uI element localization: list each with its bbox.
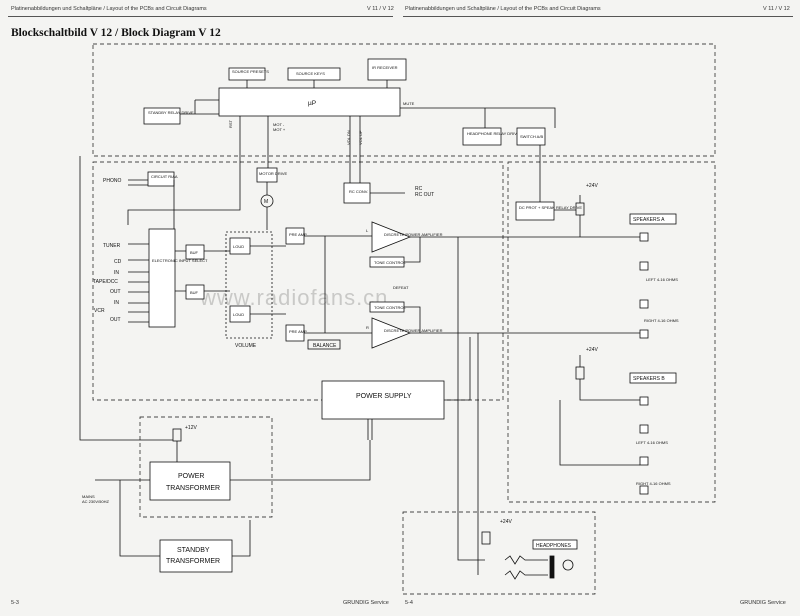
riaa-label: CIRCUIT RIAA (151, 174, 178, 179)
standby-transformer-box (159, 539, 233, 573)
rst-label: RST (228, 119, 233, 128)
header-left-code: V 11 / V 12 (367, 6, 394, 12)
power-transformer-box (149, 461, 231, 501)
group-control (92, 43, 716, 157)
mains-label: MAINS (82, 494, 95, 499)
headphone-relay-box (462, 127, 502, 146)
input-tape-out: OUT (110, 289, 121, 295)
mot-minus-label: MOT - (273, 122, 285, 127)
power-transformer-2: TRANSFORMER (166, 485, 220, 492)
header-left: Platinenabbildungen und Schaltpläne / La… (11, 6, 207, 12)
header-right: Platinenabbildungen und Schaltpläne / La… (405, 6, 601, 12)
v24-hp: +24V (500, 519, 512, 525)
switch-ab-box (516, 127, 546, 146)
loud-top-label: LOUD (233, 244, 244, 249)
rc-out-label-1: RC (415, 186, 423, 192)
up-label: µP (308, 100, 316, 107)
speakers-b-left: LEFT 4-16 OHMS (636, 440, 668, 445)
input-cd: CD (114, 259, 122, 265)
signal-l: L (366, 228, 369, 233)
vol-dn-label: VOL DN (346, 130, 351, 145)
speakers-b-label: SPEAKERS B (633, 376, 665, 382)
power-amp-top (371, 221, 412, 253)
headphones-label: HEADPHONES (536, 543, 572, 549)
speakers-a-right: RIGHT 4-16 OHMS (644, 318, 679, 323)
v24-a: +24V (586, 183, 598, 189)
dc-prot-box (515, 201, 555, 221)
input-tape-in: IN (114, 270, 119, 276)
riaa-box (147, 171, 175, 187)
source-keys-label: SOURCE KEYS (296, 71, 325, 76)
input-tuner: TUNER (103, 243, 121, 249)
signal-r: R (366, 325, 369, 330)
mot-plus-label: MOT + (273, 127, 286, 132)
input-select-box (148, 228, 176, 328)
headphone-relay-label: HEADPHONE RELAY DRIVE (467, 131, 520, 136)
power-transformer-1: POWER (178, 473, 204, 480)
power-amp-bottom-label: DISCRETE POWER AMPLIFIER (384, 328, 443, 333)
standby-relay-box (143, 107, 181, 125)
standby-relay-label: STANDBY RELAY DRIVE (148, 110, 194, 115)
footer-right-page: 5-4 (405, 600, 413, 606)
footer-left-page: 5-3 (11, 600, 19, 606)
preamp-bottom-label: PRE AMP (289, 329, 307, 334)
page-title: Blockschaltbild V 12 / Block Diagram V 1… (11, 27, 221, 39)
rc-conv-label: RC CONV. (349, 189, 368, 194)
loud-bottom-label: LOUD (233, 312, 244, 317)
input-vcr-out: OUT (110, 317, 121, 323)
volume-label: VOLUME (235, 343, 257, 349)
v12: +12V (185, 425, 197, 431)
standby-transformer-2: TRANSFORMER (166, 558, 220, 565)
v24-b: +24V (586, 347, 598, 353)
input-select-label: ELECTRONIC INPUT SELECT (152, 258, 208, 263)
header-rule-right (403, 16, 793, 17)
tone-bottom-label: TONE CONTROL (374, 305, 406, 310)
tone-top-label: TONE CONTROL (374, 260, 406, 265)
rc-out-label: RC OUT (415, 192, 434, 198)
power-supply-box (321, 380, 445, 420)
header-rule-left (8, 16, 393, 17)
ir-receiver-label: IR RECEIVER (372, 65, 398, 70)
group-transformer (139, 416, 273, 518)
standby-transformer-1: STANDBY (177, 547, 210, 554)
speakers-a-left: LEFT 4-16 OHMS (646, 277, 678, 282)
balance-label: BALANCE (313, 343, 337, 349)
power-supply-label: POWER SUPPLY (356, 393, 412, 400)
motor-label: M (264, 199, 268, 205)
buf-top-label: BUF (190, 250, 199, 255)
headphones-box (532, 539, 578, 550)
preamp-top-label: PRE AMP (289, 232, 307, 237)
power-amp-bottom (371, 317, 412, 349)
speakers-b-box (629, 372, 677, 384)
power-amp-top-label: DISCRETE POWER AMPLIFIER (384, 232, 443, 237)
speakers-b-right: RIGHT 4-16 OHMS (636, 481, 671, 486)
switch-ab-label: SWITCH A/B (520, 134, 543, 139)
dc-prot-label: DC PROT + SPEAK RELAY DRIVE (519, 205, 582, 210)
footer-left-brand: GRUNDIG Service (343, 600, 389, 606)
buf-bottom-label: BUF (190, 290, 199, 295)
defeat-label: DEFEAT (393, 285, 409, 290)
input-vcr: VCR (94, 308, 105, 314)
up-block (218, 87, 401, 117)
mains-voltage: AC 230V/50HZ (82, 499, 109, 504)
speakers-a-label: SPEAKERS A (633, 217, 665, 223)
mute-label: MUTE (403, 101, 415, 106)
input-tape: TAPE/DCC (93, 279, 118, 285)
vol-up-label: VOL UP (358, 130, 363, 145)
group-headphones (402, 511, 596, 595)
motor-drive-label: MOTOR DRIVE (259, 171, 287, 176)
footer-right-brand: GRUNDIG Service (740, 600, 786, 606)
group-speakers (507, 161, 716, 503)
input-vcr-in: IN (114, 300, 119, 306)
source-presets-label: SOURCE PRESETS (232, 69, 269, 74)
buf-top-box (185, 244, 205, 260)
speakers-a-box (629, 213, 677, 225)
buf-bottom-box (185, 284, 205, 300)
group-preamp (92, 161, 504, 401)
header-right-code: V 11 / V 12 (763, 6, 790, 12)
input-phono: PHONO (103, 178, 121, 184)
